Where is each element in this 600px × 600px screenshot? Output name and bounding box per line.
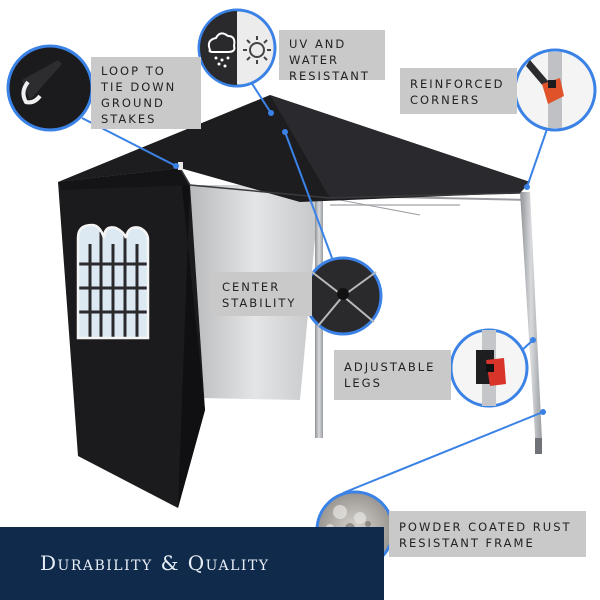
corners-callout-label: REINFORCED CORNERS — [400, 68, 517, 114]
loop-line-3: GROUND — [101, 96, 165, 110]
loop-line-1: LOOP TO — [101, 64, 166, 78]
gazebo-side-wall — [58, 168, 205, 508]
center-line-2: STABILITY — [222, 296, 297, 310]
callout-dots — [173, 110, 546, 415]
gazebo-canopy — [58, 95, 530, 202]
loop-detail-circle — [6, 44, 94, 132]
corners-detail-circle — [513, 48, 597, 132]
legs-line-1: ADJUSTABLE — [344, 360, 436, 374]
frame-callout-label: POWDER COATED RUST RESISTANT FRAME — [389, 511, 586, 557]
uv-callout-label: UV AND WATER RESISTANT — [279, 30, 385, 83]
rain-cloud-icon — [207, 32, 236, 68]
loop-line-2: TIE DOWN — [101, 80, 177, 94]
loop-callout-label: LOOP TO TIE DOWN GROUND STAKES — [91, 57, 201, 129]
title-banner — [0, 527, 384, 600]
loop-line-4: STAKES — [101, 112, 157, 126]
legs-callout-label: ADJUSTABLE LEGS — [334, 350, 451, 400]
corners-line-1: REINFORCED — [410, 77, 505, 91]
center-callout-label: CENTER STABILITY — [212, 272, 312, 316]
uv-line-3: RESISTANT — [289, 69, 370, 83]
banner-title: Durability & Quality — [40, 551, 270, 575]
frame-line-1: POWDER COATED RUST — [399, 520, 572, 534]
frame-line-2: RESISTANT FRAME — [399, 536, 535, 550]
gazebo-right-leg — [520, 192, 542, 454]
uv-line-2: WATER — [289, 53, 339, 67]
center-detail-circle — [303, 256, 383, 336]
uv-line-1: UV AND — [289, 37, 347, 51]
center-line-1: CENTER — [222, 280, 281, 294]
legs-detail-circle — [449, 328, 529, 408]
uv-detail-circle — [197, 8, 277, 88]
sun-icon — [243, 36, 271, 64]
corners-line-2: CORNERS — [410, 93, 481, 107]
gazebo-window — [76, 223, 150, 340]
legs-line-2: LEGS — [344, 376, 382, 390]
